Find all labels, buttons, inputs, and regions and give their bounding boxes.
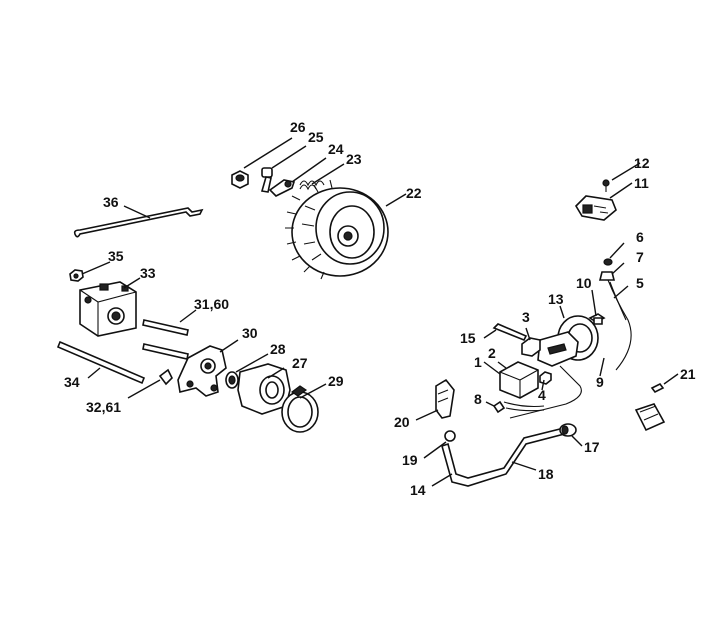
part-20-plug-boot xyxy=(435,378,455,419)
label-28: 28 xyxy=(270,341,286,357)
leader-lines xyxy=(81,137,679,487)
part-36-rod xyxy=(73,207,204,238)
label-9: 9 xyxy=(596,374,604,390)
label-14: 14 xyxy=(410,482,426,498)
label-24: 24 xyxy=(328,141,344,157)
label-31-60: 31,60 xyxy=(194,296,229,312)
part-33-carburetor xyxy=(79,281,137,337)
part-29-clamp xyxy=(281,385,319,433)
label-1: 1 xyxy=(474,354,482,370)
label-3: 3 xyxy=(522,309,530,325)
label-36: 36 xyxy=(103,194,119,210)
part-25-screw xyxy=(260,167,273,193)
label-27: 27 xyxy=(292,355,308,371)
part-31-studs xyxy=(142,319,189,360)
part-21-spark-plug xyxy=(634,382,666,432)
label-21: 21 xyxy=(680,366,696,382)
part-24-pawl xyxy=(268,179,296,197)
part-7-grommet xyxy=(598,271,616,281)
label-18: 18 xyxy=(538,466,554,482)
label-29: 29 xyxy=(328,373,344,389)
label-10: 10 xyxy=(576,275,592,291)
label-22: 22 xyxy=(406,185,422,201)
part-28-ring xyxy=(225,371,239,389)
label-8: 8 xyxy=(474,391,482,407)
label-15: 15 xyxy=(460,330,476,346)
label-35: 35 xyxy=(108,248,124,264)
part-17-sleeve xyxy=(559,423,577,437)
label-33: 33 xyxy=(140,265,156,281)
label-5: 5 xyxy=(636,275,644,291)
label-4: 4 xyxy=(538,387,546,403)
label-7: 7 xyxy=(636,249,644,265)
part-2-module xyxy=(499,361,539,399)
label-34: 34 xyxy=(64,374,80,390)
label-13: 13 xyxy=(548,291,564,307)
part-5-9-wire xyxy=(588,279,632,371)
label-26: 26 xyxy=(290,119,306,135)
label-32-61: 32,61 xyxy=(86,399,121,415)
part-13-ignition-module xyxy=(509,315,599,419)
label-6: 6 xyxy=(636,229,644,245)
part-23-spring xyxy=(299,180,325,191)
label-25: 25 xyxy=(308,129,324,145)
part-8-terminal xyxy=(492,400,545,414)
part-19-spring xyxy=(444,430,456,442)
label-23: 23 xyxy=(346,151,362,167)
part-22-flywheel xyxy=(285,179,389,280)
part-10-clip xyxy=(593,317,603,325)
part-3-grommet xyxy=(521,337,541,357)
part-34-stud xyxy=(56,340,146,385)
part-32-nipple xyxy=(158,368,173,386)
part-27-boot xyxy=(237,363,291,415)
label-30: 30 xyxy=(242,325,258,341)
part-26-nut xyxy=(231,170,249,189)
callout-labels: 26 25 24 23 22 12 11 36 35 33 31,60 30 2… xyxy=(64,119,696,498)
label-2: 2 xyxy=(488,345,496,361)
label-17: 17 xyxy=(584,439,600,455)
part-4-nut xyxy=(539,371,552,385)
label-12: 12 xyxy=(634,155,650,171)
part-12-screw xyxy=(602,179,610,192)
part-30-plate xyxy=(177,345,227,397)
part-6-cap xyxy=(603,258,613,266)
part-35-nut xyxy=(69,269,84,282)
part-11-switch xyxy=(574,195,617,221)
part-15-screw xyxy=(492,323,528,342)
label-19: 19 xyxy=(402,452,418,468)
label-20: 20 xyxy=(394,414,410,430)
label-11: 11 xyxy=(634,175,649,191)
